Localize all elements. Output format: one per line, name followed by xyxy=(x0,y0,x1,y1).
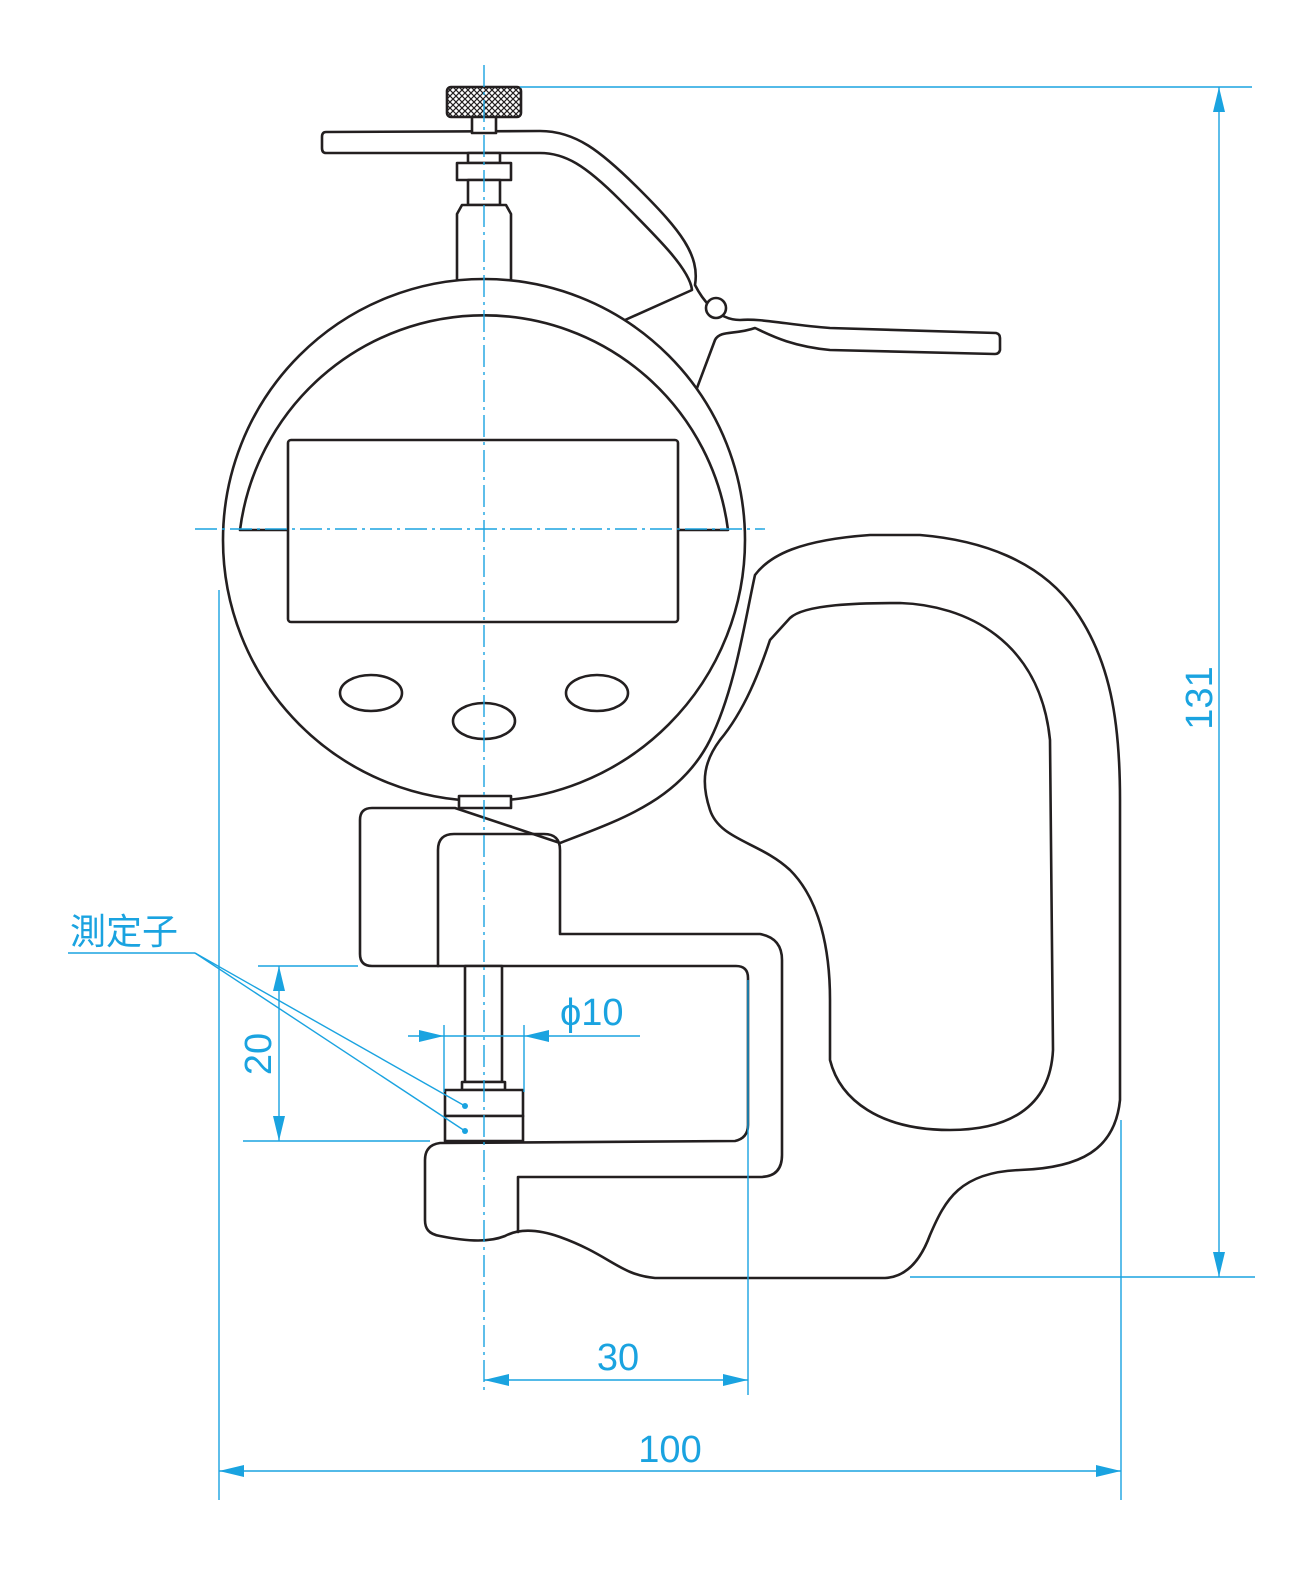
frame-inner-slot xyxy=(436,832,784,1234)
lever-pivot xyxy=(704,296,728,320)
dial-lower-stem xyxy=(457,794,513,810)
dimension-throat-label: 30 xyxy=(597,1337,639,1379)
button-right[interactable] xyxy=(564,673,630,713)
frame-grip-hole xyxy=(703,601,1055,1132)
dimension-jaw-gap: 20 xyxy=(238,965,430,1142)
dimension-height-label: 131 xyxy=(1179,666,1221,729)
button-left[interactable] xyxy=(338,673,404,713)
dimension-height: 131 xyxy=(520,86,1255,1278)
probe-label: 測定子 xyxy=(70,912,178,953)
dimension-diameter-label: ϕ10 xyxy=(560,992,624,1034)
dimension-width: 100 xyxy=(218,590,1122,1500)
probe-callout: 測定子 xyxy=(68,912,468,1134)
frame-body xyxy=(358,533,1122,1280)
dial-face-arc xyxy=(238,314,730,532)
lifting-lever xyxy=(320,129,1002,397)
dimension-throat-depth: 30 xyxy=(484,980,749,1395)
dimension-gap-label: 20 xyxy=(238,1033,280,1075)
dimension-width-label: 100 xyxy=(638,1429,701,1471)
dimension-probe-diameter: ϕ10 xyxy=(408,992,640,1092)
lcd-display xyxy=(286,438,680,624)
